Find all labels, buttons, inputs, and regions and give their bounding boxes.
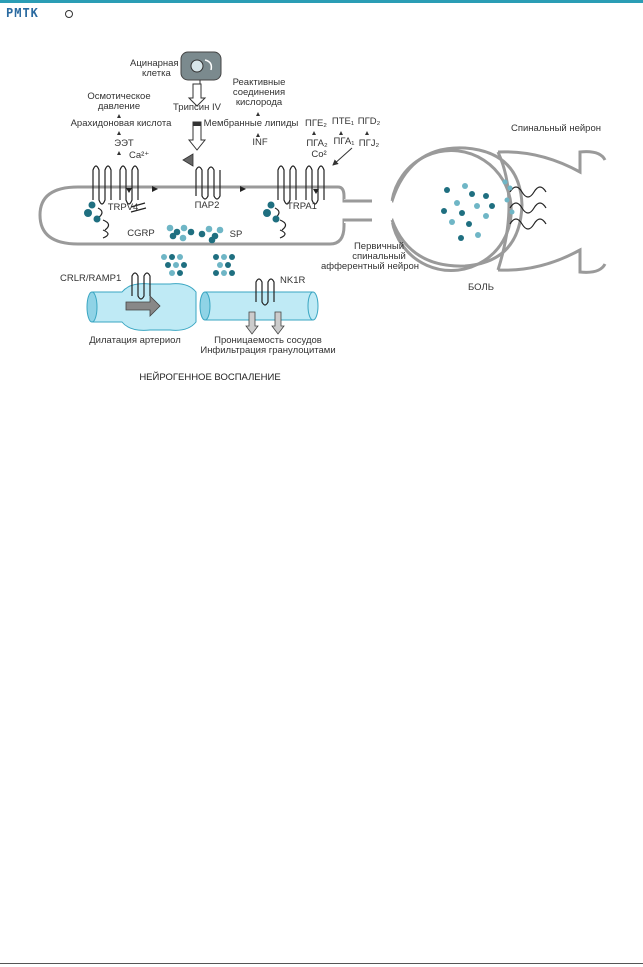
label-pgj2: ПГJ₂ xyxy=(359,138,380,149)
label-acinar-cell-2: клетка xyxy=(142,68,171,79)
label-par2: ПАР2 xyxy=(195,200,220,211)
label-reactive-oxygen-2: соединения xyxy=(233,87,285,98)
label-pge2: ПГЕ₂ xyxy=(305,118,327,129)
label-pgd2: ПГD₂ xyxy=(358,116,381,127)
acinar-cell xyxy=(180,51,222,88)
label-reactive-oxygen-3: кислорода xyxy=(236,97,283,108)
label-trpv4: TRPV4 xyxy=(108,202,139,213)
neuron-soma xyxy=(390,146,524,268)
label-crlr-ramp1: CRLR/RAMP1 xyxy=(60,273,121,284)
label-arteriole-dilation: Дилатация артериол xyxy=(89,335,181,346)
publisher-logo: PMTK xyxy=(6,6,39,20)
label-osmotic-pressure-1: Осмотическое xyxy=(87,91,150,102)
label-sp: SP xyxy=(230,229,243,240)
header-rule xyxy=(0,0,643,3)
label-primary-neuron-1: Первичный xyxy=(354,241,404,252)
label-cgrp: CGRP xyxy=(127,228,154,239)
label-nk1r: NK1R xyxy=(280,275,305,286)
label-acinar-cell-1: Ацинарная xyxy=(130,58,179,69)
label-pte1: ПТЕ₁ xyxy=(332,116,354,127)
label-inf: INF xyxy=(252,137,268,148)
receptor-trpa1 xyxy=(277,165,325,205)
label-ca: Ca²⁺ xyxy=(129,150,149,161)
label-neurogenic-inflammation: НЕЙРОГЕННОЕ ВОСПАЛЕНИЕ xyxy=(139,371,280,383)
label-vessel-permeability-1: Проницаемость сосудов xyxy=(214,335,322,346)
neuropeptide-vesicles xyxy=(166,224,224,244)
label-trpa1: TRPA1 xyxy=(287,201,317,212)
receptor-crlr-ramp1 xyxy=(131,272,151,300)
receptor-par2 xyxy=(195,166,221,200)
label-pga1: ПГА₁ xyxy=(334,136,355,147)
label-arachidonic-acid: Арахидоновая кислота xyxy=(71,118,173,129)
label-eet: ЭЭТ xyxy=(114,138,134,149)
label-primary-neuron-2: спинальный xyxy=(352,251,406,262)
label-trypsin: Трипсин IV xyxy=(173,102,222,113)
arteriole-vessel xyxy=(86,283,197,331)
footer-rule xyxy=(0,963,643,964)
label-primary-neuron-3: афферентный нейрон xyxy=(321,261,419,272)
receptor-trpv4 xyxy=(92,165,147,213)
spinal-receptor xyxy=(509,186,547,230)
label-co2: Co² xyxy=(311,149,326,160)
label-vessel-permeability-2: Инфильтрация гранулоцитами xyxy=(200,345,335,356)
label-pain: БОЛЬ xyxy=(468,282,494,293)
label-reactive-oxygen-1: Реактивные xyxy=(233,77,286,88)
label-membrane-lipids: Мембранные липиды xyxy=(204,118,299,129)
circle-icon xyxy=(65,10,73,18)
soma-dots xyxy=(441,179,515,241)
label-osmotic-pressure-2: давление xyxy=(98,101,140,112)
venule-vessel xyxy=(199,291,319,321)
label-pga2: ПГА₂ xyxy=(306,138,328,149)
released-peptides xyxy=(161,254,235,276)
label-spinal-neuron: Спинальный нейрон xyxy=(511,123,601,134)
spinal-neuron-outline xyxy=(496,151,511,271)
receptor-nk1r xyxy=(255,278,275,306)
